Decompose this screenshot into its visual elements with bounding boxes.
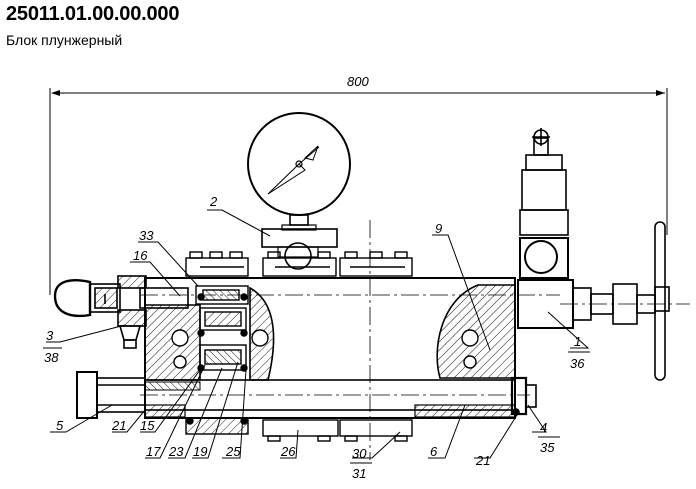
right-end-cap <box>510 376 537 416</box>
top-bolts <box>185 251 413 277</box>
callout-30: 30 <box>352 446 367 461</box>
drawing-number: 25011.01.00.00.000 <box>6 3 180 25</box>
callout-4: 4 <box>540 420 547 435</box>
callout-23: 23 <box>168 444 184 459</box>
callout-31: 31 <box>352 466 366 481</box>
callout-9: 9 <box>435 221 442 236</box>
callout-6: 6 <box>430 444 438 459</box>
plunger-body <box>140 220 560 460</box>
callout-21-left: 21 <box>111 418 126 433</box>
bottom-bolts <box>185 417 413 442</box>
callout-26: 26 <box>280 444 296 459</box>
pressure-gauge <box>247 112 351 270</box>
callout-1: 1 <box>574 334 581 349</box>
callout-16: 16 <box>133 248 148 263</box>
callout-5: 5 <box>56 418 64 433</box>
plunger-rod <box>76 371 146 419</box>
callout-35: 35 <box>540 440 555 455</box>
callout-15: 15 <box>140 418 155 433</box>
callouts: 2 33 16 3 38 5 21 15 17 23 19 25 26 30 3… <box>43 194 590 481</box>
callout-17: 17 <box>146 444 161 459</box>
discharge-valve <box>517 128 690 381</box>
callout-2: 2 <box>209 194 218 209</box>
callout-36: 36 <box>570 356 585 371</box>
callout-38: 38 <box>44 350 59 365</box>
callout-25: 25 <box>225 444 241 459</box>
callout-leaders <box>46 209 590 459</box>
drawing-name: Блок плунжерный <box>6 32 123 48</box>
overall-dimension: 800 <box>49 74 668 295</box>
callout-33: 33 <box>139 228 154 243</box>
left-inlet-fitting <box>53 275 189 349</box>
callout-21-right: 21 <box>475 453 490 468</box>
dimension-label: 800 <box>347 74 369 89</box>
callout-3: 3 <box>46 328 54 343</box>
callout-19: 19 <box>193 444 207 459</box>
valve-assembly <box>195 285 249 372</box>
